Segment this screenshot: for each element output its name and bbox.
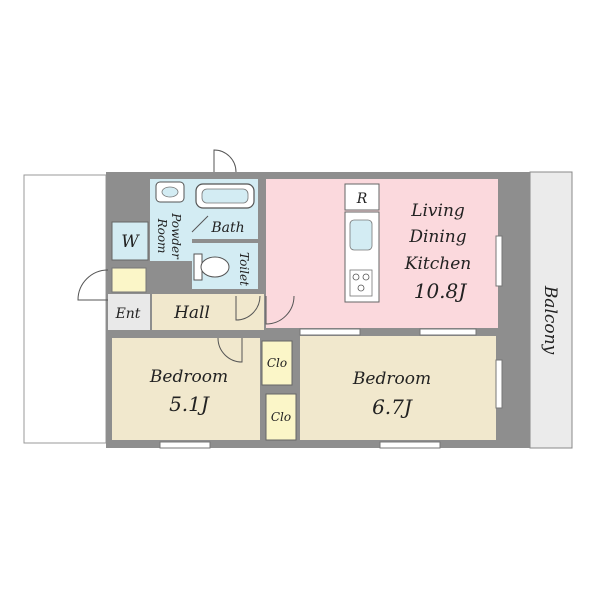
ldk-size: 10.8J: [414, 279, 468, 303]
powder-label-line1: Powder: [169, 212, 183, 260]
bath-label: Bath: [210, 220, 244, 236]
closet-top-floor: [261, 340, 293, 386]
bedroom-left-size: 5.1J: [169, 392, 210, 416]
toilet-label: Toilet: [237, 252, 251, 286]
hall-floor: [152, 294, 264, 330]
door-swing: [77, 149, 295, 363]
bedroom-right-floor: [300, 336, 496, 440]
entrance-floor: [108, 294, 150, 330]
balcony-label: Balcony: [540, 285, 560, 355]
porch-area: [23, 174, 107, 444]
entrance-label: Ent: [115, 306, 141, 322]
washer-label: W: [121, 232, 140, 252]
ldk-label-line2: Dining: [408, 227, 466, 247]
washer-space: [111, 221, 149, 261]
sink-vanity: [155, 181, 185, 203]
bedroom-left-label: Bedroom: [149, 367, 228, 387]
refrigerator-space: [344, 183, 380, 211]
closet-top-label: Clo: [267, 356, 287, 370]
ldk-floor: [266, 179, 498, 328]
shoe-cabinet: [111, 267, 147, 293]
ldk-label-line1: Living: [410, 201, 465, 221]
kitchen-counter: [344, 211, 380, 303]
powder-label-line2: Room: [155, 218, 169, 254]
bathtub: [195, 183, 255, 209]
balcony-area: [529, 171, 573, 449]
bedroom-left-floor: [112, 338, 260, 440]
closet-bottom-floor: [265, 393, 297, 441]
ldk-label-line3: Kitchen: [404, 254, 471, 274]
closet-bottom-label: Clo: [271, 410, 291, 424]
bedroom-right-size: 6.7J: [372, 395, 413, 419]
toilet-fixture: [193, 253, 230, 281]
hall-label: Hall: [173, 303, 210, 323]
bedroom-right-label: Bedroom: [352, 369, 431, 389]
window: [159, 235, 503, 449]
refrigerator-label: R: [356, 191, 368, 207]
